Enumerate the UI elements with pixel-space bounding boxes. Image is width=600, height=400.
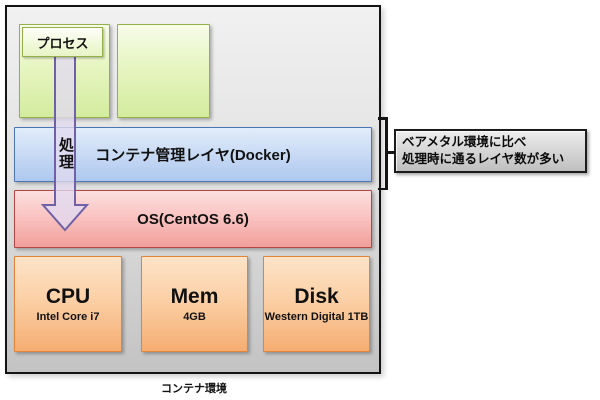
environment-caption: コンテナ環境 [161,383,227,395]
mem-label: Mem [170,285,219,308]
callout-line-2: 処理時に通るレイヤ数が多い [402,152,565,166]
hardware-box-cpu: CPU Intel Core i7 [14,256,122,352]
down-arrow-icon [40,56,90,232]
bracket-vertical-line [385,117,388,190]
os-layer-label: OS(CentOS 6.6) [137,210,249,228]
cpu-detail: Intel Core i7 [36,311,100,323]
callout-line-1: ベアメタル環境に比べ [402,135,527,149]
hardware-box-mem: Mem 4GB [141,256,248,352]
container-box-2 [117,24,210,118]
docker-layer-label: コンテナ管理レイヤ(Docker) [95,147,291,164]
process-box: プロセス [22,27,103,57]
disk-detail: Western Digital 1TB [264,311,369,323]
process-label: プロセス [36,35,89,51]
annotation-callout: ベアメタル環境に比べ 処理時に通るレイヤ数が多い [394,129,587,173]
bracket-connector [385,151,395,154]
disk-label: Disk [294,285,339,308]
bracket-tick-top [378,117,387,120]
hardware-box-disk: Disk Western Digital 1TB [263,256,370,352]
mem-detail: 4GB [183,311,206,323]
bracket-tick-bottom [378,187,387,190]
cpu-label: CPU [45,285,91,308]
arrow-label: 処理 [57,137,74,171]
